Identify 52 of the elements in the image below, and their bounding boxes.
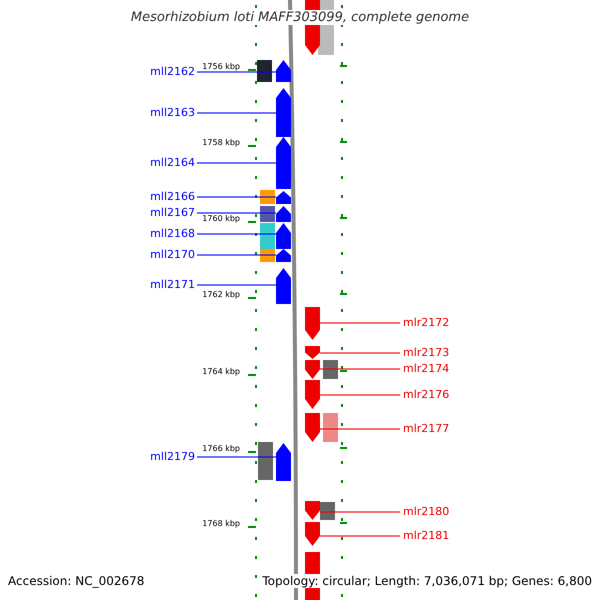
gene-label: mlr2180: [403, 504, 450, 518]
leader-line: [320, 322, 400, 324]
leader-line: [196, 196, 276, 198]
gene-label: mlr2177: [403, 422, 450, 435]
leader-line: [196, 212, 276, 214]
leader-line: [196, 162, 276, 164]
genome-stats-text: Topology: circular; Length: 7,036,071 bp; Genes: 6,800: [262, 574, 592, 588]
leader-line: [196, 284, 276, 286]
gene-glyph: [276, 191, 291, 204]
gene-glyph: [276, 268, 291, 304]
gene-glyph: [305, 413, 320, 442]
scale-label: 1762 kbp: [202, 290, 240, 299]
map-title: Mesorhizobium loti MAFF303099, complete genome: [130, 10, 470, 25]
gene-glyph: [276, 137, 291, 189]
gene-glyph: [305, 307, 320, 340]
leader-line: [320, 352, 400, 354]
scale-label: 1768 kbp: [202, 518, 240, 528]
gene-glyph: [276, 60, 291, 82]
scale-label: 1760 kbp: [202, 214, 240, 223]
gene-label: mlr2181: [403, 528, 450, 542]
gene-glyph: [276, 443, 291, 481]
gene-glyph: [305, 380, 320, 409]
scale-label: 1766 kbp: [202, 444, 240, 453]
gene-label: mll2168: [150, 226, 195, 240]
gene-label: mll2162: [150, 64, 195, 78]
gene-glyph: [305, 501, 320, 520]
gene-glyph: [305, 360, 320, 379]
gene-label: mlr2173: [403, 346, 450, 359]
leader-line: [196, 254, 276, 256]
leader-line: [320, 394, 400, 396]
gene-label: mlr2176: [403, 388, 450, 401]
gene-glyph: [276, 88, 291, 137]
gene-glyph: [276, 206, 291, 222]
scale-label: 1756 kbp: [202, 62, 240, 71]
leader-line: [320, 368, 400, 370]
gene-label: mlr2174: [403, 362, 450, 375]
gene-label: mlr2172: [403, 316, 450, 329]
gene-label: mll2166: [150, 190, 195, 203]
accession-text: Accession: NC_002678: [8, 574, 144, 588]
gene-glyph: [305, 346, 320, 359]
leader-line: [196, 112, 276, 114]
gene-glyph: [305, 522, 320, 546]
gene-label: mll2163: [150, 106, 195, 119]
gene-label: mll2170: [150, 248, 195, 261]
scale-label: 1764 kbp: [202, 366, 240, 376]
gene-label: mll2164: [150, 156, 195, 169]
scale-label: 1758 kbp: [202, 138, 240, 147]
leader-line: [320, 428, 400, 430]
gene-label: mll2171: [150, 278, 195, 291]
gene-label: mll2167: [150, 206, 195, 219]
gene-label: mll2179: [150, 450, 195, 463]
leader-line: [196, 456, 276, 458]
